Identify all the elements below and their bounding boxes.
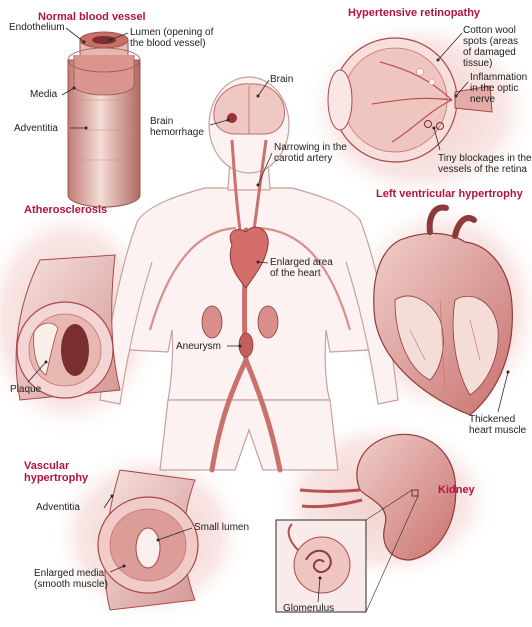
label-endothelium: Endothelium xyxy=(9,22,65,33)
heading-atherosclerosis: Atherosclerosis xyxy=(24,204,108,216)
label-carotid: Narrowing in the carotid artery xyxy=(274,142,347,164)
label-adventitia-bottom: Adventitia xyxy=(36,502,80,513)
heading-vascular-hypertrophy: Vascular hypertrophy xyxy=(24,460,89,484)
label-glomerulus: Glomerulus xyxy=(283,603,335,614)
label-adventitia-top: Adventitia xyxy=(14,123,58,134)
label-media: Media xyxy=(30,89,58,100)
label-brain-hemorrhage: Brain hemorrhage xyxy=(150,116,204,138)
figure-arm-right xyxy=(345,219,399,405)
left-kidney xyxy=(201,305,223,339)
carotid-arteries xyxy=(230,139,268,231)
label-enlarged-heart: Enlarged area of the heart xyxy=(270,257,333,279)
blockage-1 xyxy=(424,120,432,128)
right-kidney xyxy=(257,305,279,339)
heading-retinopathy: Hypertensive retinopathy xyxy=(348,7,481,19)
renal-vessels xyxy=(299,488,363,509)
cotton-spot-1 xyxy=(416,68,424,76)
lvh-heart-illustration xyxy=(373,204,513,416)
normal-vessel-illustration xyxy=(67,31,141,208)
human-figure xyxy=(99,76,399,473)
arm-arteries xyxy=(148,226,352,331)
leader-lines xyxy=(27,27,510,603)
label-aneurysm: Aneurysm xyxy=(176,341,222,352)
blockage-2 xyxy=(436,122,444,130)
label-cotton-wool: Cotton wool spots (areas of damaged tiss… xyxy=(463,25,519,69)
label-optic-nerve: Inflammation in the optic nerve xyxy=(470,72,528,105)
cotton-spot-2 xyxy=(428,78,436,86)
plaque-deposit xyxy=(33,322,59,376)
label-plaque: Plaque xyxy=(10,384,42,395)
label-small-lumen: Small lumen xyxy=(194,522,250,533)
heading-kidney: Kidney xyxy=(438,484,475,496)
heading-normal-vessel: Normal blood vessel xyxy=(38,11,146,23)
heading-lvh: Left ventricular hypertrophy xyxy=(376,188,523,200)
figure-legs xyxy=(159,399,339,471)
label-thickened: Thickened heart muscle xyxy=(469,414,527,436)
kidney-illustration xyxy=(275,433,457,613)
label-lumen: Lumen (opening of the blood vessel) xyxy=(130,27,214,49)
eye-illustration xyxy=(327,37,493,163)
kidney-zoom-marker xyxy=(411,489,419,497)
optic-nerve xyxy=(454,85,493,113)
body-heart xyxy=(229,226,269,289)
small-lumen-shape xyxy=(135,527,161,569)
label-brain: Brain xyxy=(270,74,294,85)
hemorrhage-spot xyxy=(227,113,237,123)
eye-lens xyxy=(327,69,353,131)
atherosclerosis-illustration xyxy=(15,254,121,401)
label-blockages: Tiny blockages in the vessels of the ret… xyxy=(438,153,532,175)
label-enlarged-media: Enlarged media (smooth muscle) xyxy=(34,568,108,590)
vascular-hypertrophy-illustration xyxy=(97,469,199,611)
